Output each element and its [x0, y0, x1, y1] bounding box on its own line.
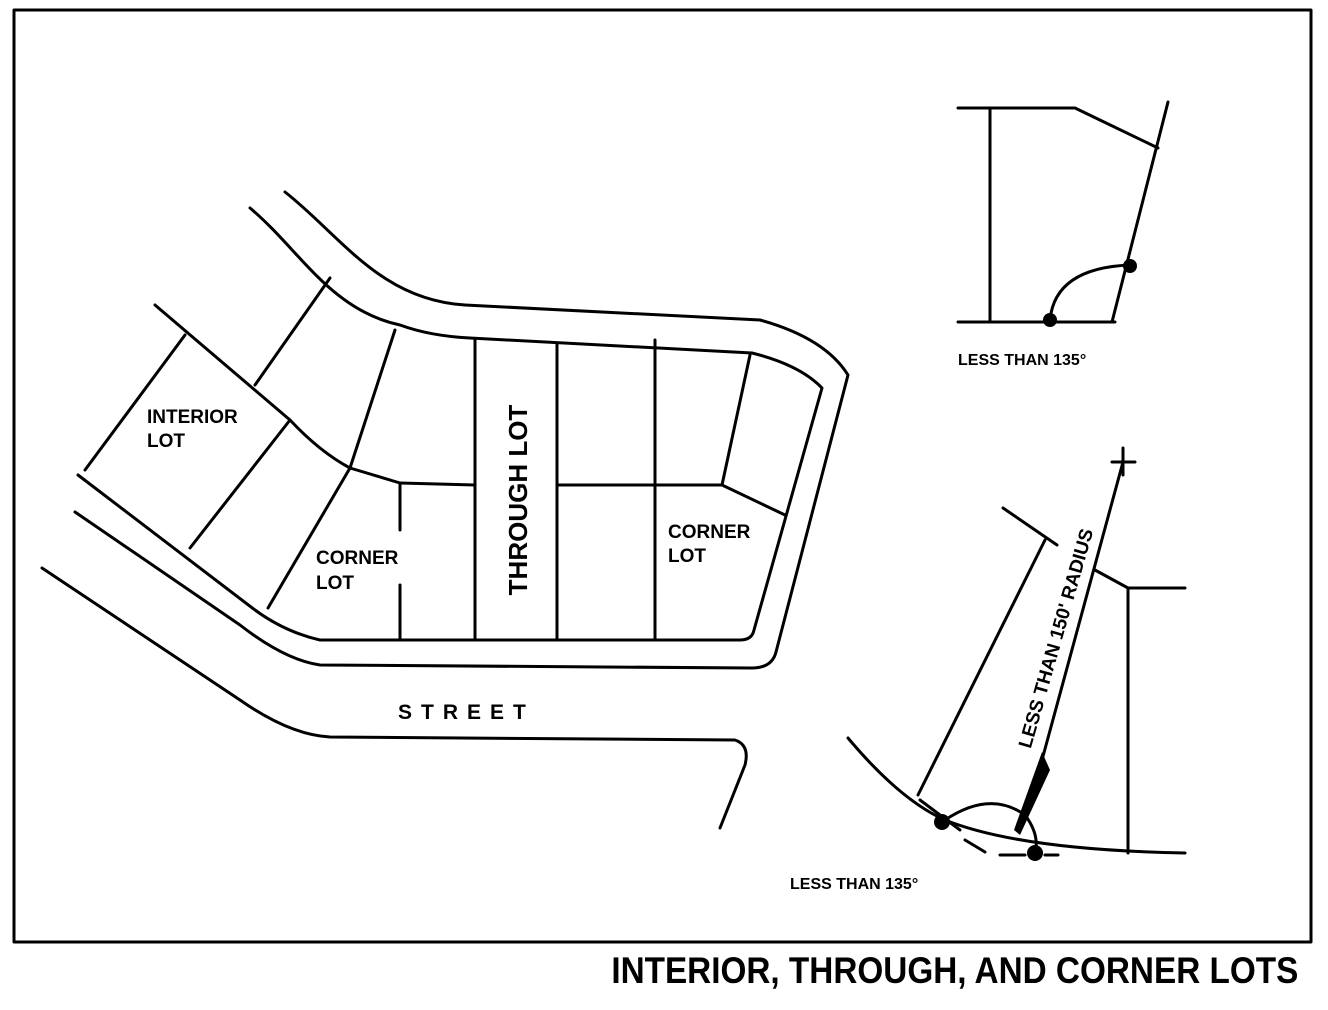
street-lower-edge	[40, 566, 748, 830]
interior-lot-label: LOT	[147, 431, 185, 452]
block-edge	[76, 206, 824, 642]
corner-lot-label: LOT	[668, 546, 706, 567]
angle-label-top: LESS THAN 135°	[958, 352, 1086, 369]
vertex-dot	[1123, 259, 1137, 273]
radius-label: LESS THAN 150' RADIUS	[1015, 526, 1098, 750]
corner-lot-label: LOT	[316, 573, 354, 594]
angle-label-bottom: LESS THAN 135°	[790, 876, 918, 893]
street-network	[40, 190, 850, 830]
diagram-title: INTERIOR, THROUGH, AND CORNER LOTS	[611, 950, 1298, 991]
vertex-dot	[1027, 845, 1043, 861]
lot-lines	[83, 276, 787, 642]
corner-lot-label: CORNER	[668, 522, 751, 543]
vertex-dot	[1043, 313, 1057, 327]
vertex-dot	[934, 814, 950, 830]
angle-inset-top	[956, 100, 1170, 327]
street-outer-edge	[73, 190, 850, 670]
interior-lot-label: INTERIOR	[147, 407, 238, 428]
through-lot-label: THROUGH LOT	[503, 405, 533, 596]
street-label: STREET	[398, 701, 535, 724]
diagram-frame	[12, 8, 1313, 944]
corner-lot-label: CORNER	[316, 548, 399, 569]
radius-inset	[846, 446, 1187, 861]
